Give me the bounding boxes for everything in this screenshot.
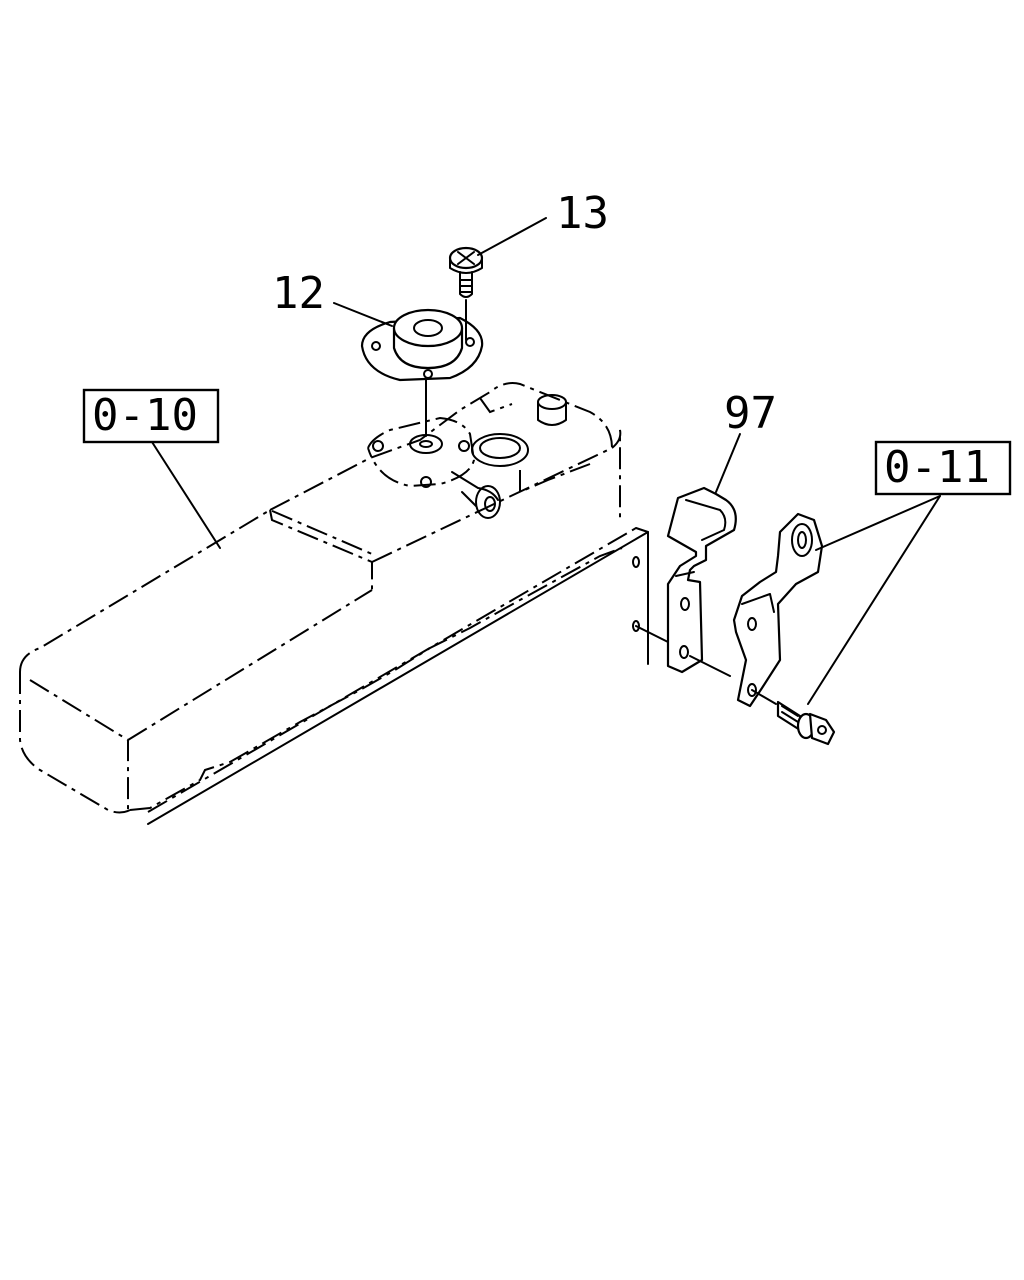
bracket-part-97 (666, 486, 737, 674)
flange-bolt (776, 700, 836, 746)
rocker-cover-outline (19, 382, 649, 825)
lifting-hanger (732, 512, 824, 708)
screw-part-13 (448, 246, 484, 298)
breather-outlet (451, 471, 501, 519)
reference-label-0-10: 0-10 (92, 390, 198, 441)
reference-box-0-11: 0-11 (874, 440, 1012, 496)
head-holes (632, 556, 731, 677)
reference-box-0-10: 0-10 (82, 388, 220, 444)
reference-label-0-11: 0-11 (884, 442, 990, 493)
callout-13: 13 (556, 188, 609, 239)
leader-lines (151, 217, 941, 705)
breather-part-12 (360, 308, 484, 382)
callout-97: 97 (724, 388, 777, 439)
callout-12: 12 (272, 268, 325, 319)
assembly-lines (425, 299, 467, 437)
breather-mount-base (367, 416, 476, 488)
